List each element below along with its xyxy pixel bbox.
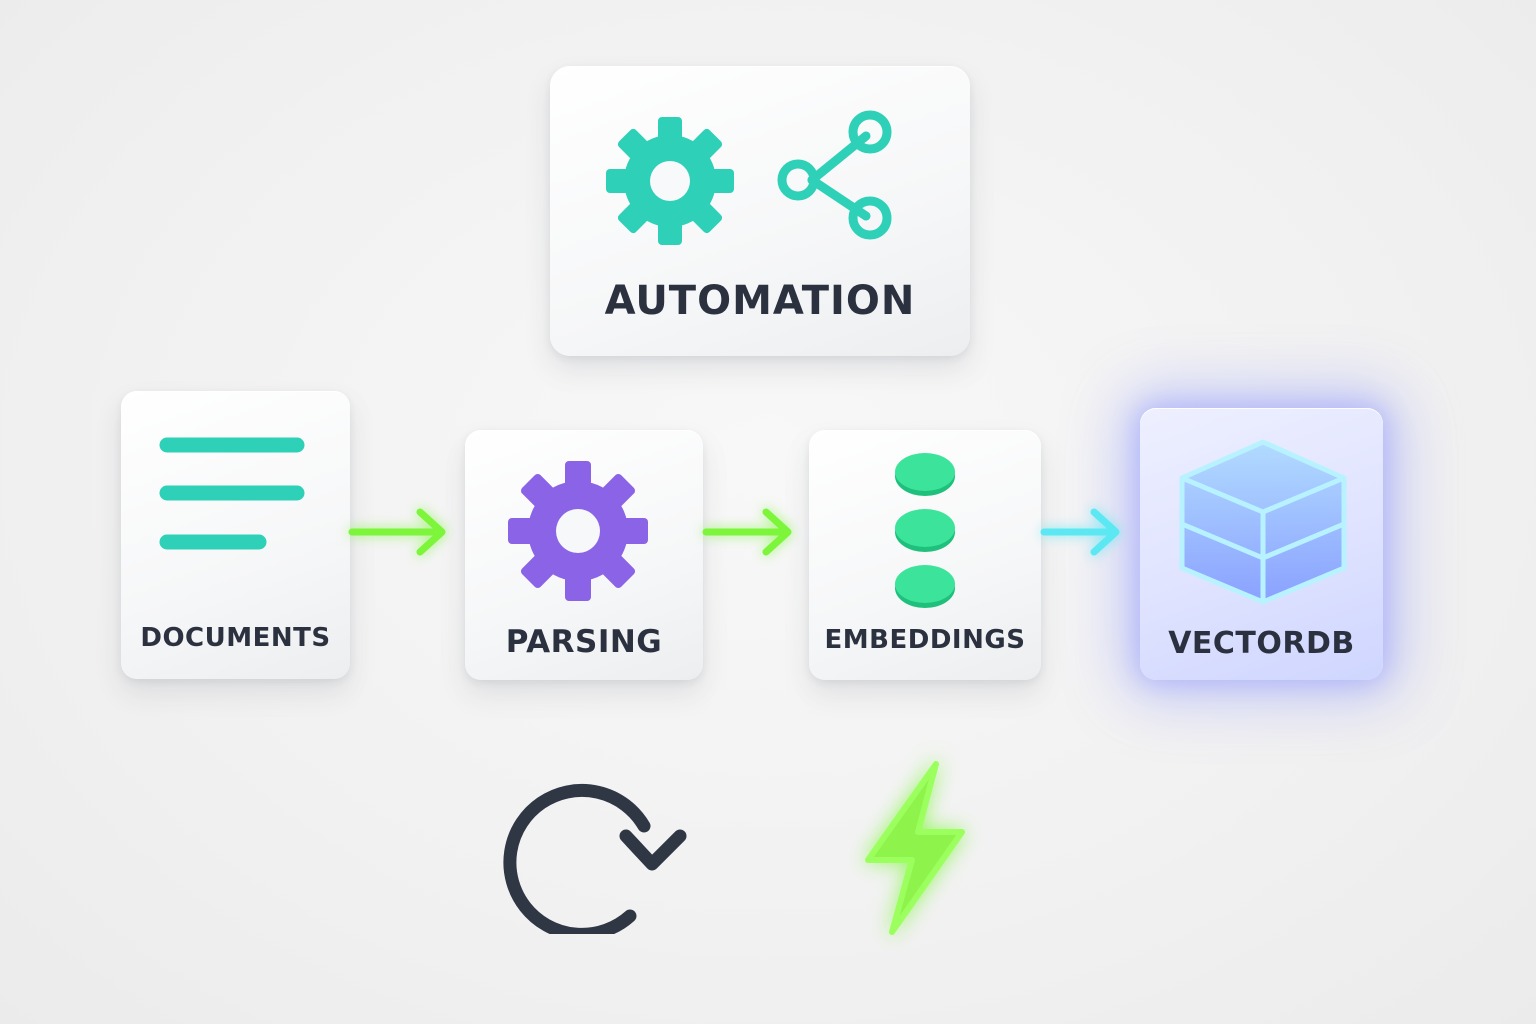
- vectordb-node: VECTORDB: [1140, 408, 1383, 680]
- arrow-parsing-to-embeddings: [702, 504, 798, 560]
- lightning-icon: [850, 756, 980, 942]
- documents-node: DOCUMENTS: [121, 391, 350, 679]
- embeddings-node: EMBEDDINGS: [809, 430, 1041, 680]
- automation-label: AUTOMATION: [604, 278, 916, 324]
- document-lines-icon: [159, 435, 309, 555]
- parsing-node: PARSING: [465, 430, 703, 680]
- gear-icon: [596, 116, 744, 246]
- stacked-discs-icon: [889, 452, 961, 612]
- automation-node: AUTOMATION: [550, 66, 970, 356]
- refresh-icon: [496, 764, 696, 934]
- parsing-label: PARSING: [505, 624, 663, 660]
- arrow-documents-to-parsing: [348, 504, 452, 560]
- arrow-embeddings-to-vectordb: [1040, 504, 1124, 560]
- gear-icon: [503, 456, 653, 606]
- vectordb-label: VECTORDB: [1168, 626, 1355, 661]
- embeddings-label: EMBEDDINGS: [824, 625, 1026, 655]
- database-cube-icon: [1174, 436, 1352, 606]
- share-icon: [772, 104, 902, 244]
- documents-label: DOCUMENTS: [140, 623, 331, 653]
